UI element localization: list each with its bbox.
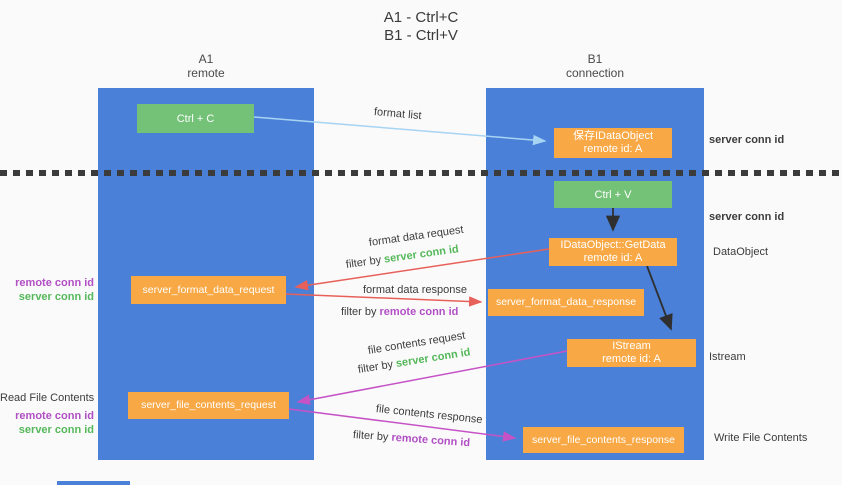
left-server-conn-id-1: server conn id	[18, 291, 94, 303]
node-server-format-data-response: server_format_data_response	[488, 289, 644, 316]
node-ctrl-c: Ctrl + C	[137, 104, 254, 133]
label-filter-by-remote-conn-id-1: filter by remote conn id	[341, 306, 458, 318]
left-column-id: A1	[198, 52, 214, 66]
bottom-blue-strip	[57, 481, 130, 485]
right-column-id: B1	[587, 52, 603, 66]
write-file-contents-label: Write File Contents	[714, 432, 808, 444]
dataobject-label: DataObject	[713, 246, 769, 258]
right-server-conn-id-mid: server conn id	[709, 211, 785, 223]
node-server-format-data-request-label: server_format_data_request	[142, 283, 275, 296]
title-line-1: A1 - Ctrl+C	[383, 9, 459, 26]
node-server-file-contents-request: server_file_contents_request	[128, 392, 289, 419]
node-idataobject-getdata-line1: IDataObject::GetData	[560, 239, 666, 251]
arrow-file-contents-request	[296, 350, 568, 405]
node-server-file-contents-response-label: server_file_contents_response	[531, 433, 675, 446]
read-file-contents-label: Read File Contents	[0, 392, 95, 404]
node-server-format-data-response-label: server_format_data_response	[495, 296, 637, 308]
diagram-title: A1 - Ctrl+C B1 - Ctrl+V	[0, 9, 842, 45]
node-server-format-data-request: server_format_data_request	[131, 276, 286, 304]
node-save-idataobject-line1: 保存IDataObject	[572, 130, 654, 142]
left-conn-id-labels-top: remote conn id server conn id	[0, 276, 94, 304]
left-column-header: A1 remote	[98, 52, 314, 80]
node-idataobject-getdata: IDataObject::GetData remote id: A	[549, 238, 677, 266]
node-save-idataobject-line2: remote id: A	[583, 143, 643, 155]
remote-conn-id-text: remote conn id	[379, 306, 459, 318]
right-column-header: B1 connection	[486, 52, 704, 80]
arrow-format-data-response	[285, 293, 483, 307]
arrow-format-data-request	[294, 248, 550, 291]
node-ctrl-v: Ctrl + V	[554, 181, 672, 208]
machine-separator-dotted-line	[0, 170, 842, 176]
node-server-file-contents-request-label: server_file_contents_request	[141, 399, 276, 411]
filter-by-text: filter by	[341, 306, 380, 318]
left-server-conn-id-2: server conn id	[18, 424, 94, 436]
right-column-role: connection	[565, 66, 625, 80]
node-save-idataobject: 保存IDataObject remote id: A	[554, 128, 672, 158]
label-format-data-response: format data response	[363, 284, 467, 296]
node-ctrl-v-label: Ctrl + V	[594, 188, 632, 201]
left-conn-id-labels-bottom: remote conn id server conn id	[0, 409, 94, 437]
arrow-file-contents-response	[288, 408, 517, 442]
right-server-conn-id-top: server conn id	[709, 134, 785, 146]
node-istream-line1: IStream	[612, 340, 651, 352]
node-ctrl-c-label: Ctrl + C	[176, 112, 215, 125]
arrow-format-list	[253, 116, 547, 146]
title-line-2: B1 - Ctrl+V	[384, 27, 458, 44]
node-istream-line2: remote id: A	[602, 353, 661, 365]
node-istream: IStream remote id: A	[567, 339, 696, 367]
node-server-file-contents-response: server_file_contents_response	[523, 427, 684, 453]
node-idataobject-getdata-line2: remote id: A	[583, 252, 643, 264]
istream-label: Istream	[709, 351, 746, 363]
left-remote-conn-id-1: remote conn id	[15, 277, 94, 289]
left-remote-conn-id-2: remote conn id	[15, 410, 94, 422]
left-column-role: remote	[187, 66, 225, 80]
arrow-getdata-to-istream	[646, 265, 673, 331]
